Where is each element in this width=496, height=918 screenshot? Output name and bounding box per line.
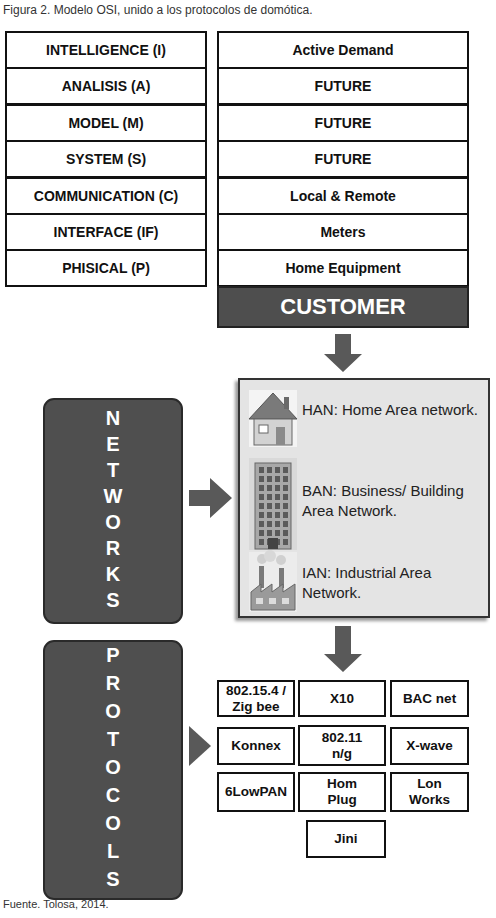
layer-function-box: FUTURE bbox=[217, 104, 469, 142]
box-label: 6LowPAN bbox=[225, 784, 287, 800]
box-label: Hom Plug bbox=[317, 776, 367, 808]
box-label: 802.15.4 / Zig bee bbox=[220, 683, 292, 715]
box-label: Jini bbox=[334, 831, 357, 847]
box-label: Home Equipment bbox=[285, 260, 400, 276]
protocol-box: Konnex bbox=[217, 727, 295, 765]
box-label: ANALISIS (A) bbox=[62, 78, 151, 94]
block-arrow bbox=[324, 334, 362, 372]
box-label: PHISICAL (P) bbox=[62, 260, 150, 276]
box-label: BAC net bbox=[403, 691, 456, 707]
building-illustration bbox=[249, 458, 297, 550]
box-label: MODEL (M) bbox=[68, 115, 143, 131]
layer-function-box: Home Equipment bbox=[217, 249, 469, 287]
box-label: Lon Works bbox=[405, 776, 455, 808]
box-label: FUTURE bbox=[315, 151, 372, 167]
figure-source: Fuente. Tolosa, 2014. bbox=[3, 898, 493, 910]
protocol-box: Hom Plug bbox=[298, 772, 386, 812]
box-label: FUTURE bbox=[315, 78, 372, 94]
layer-function-box: FUTURE bbox=[217, 67, 469, 105]
osi-layer-box: SYSTEM (S) bbox=[5, 140, 207, 178]
box-label: INTELLIGENCE (I) bbox=[46, 42, 166, 58]
box-label: PROTOCOLS bbox=[103, 644, 123, 896]
block-arrow bbox=[189, 726, 211, 766]
protocol-box: 6LowPAN bbox=[217, 772, 295, 812]
layer-function-box: FUTURE bbox=[217, 140, 469, 178]
protocol-box: Lon Works bbox=[390, 772, 469, 812]
protocol-box: 802.11 n/g bbox=[298, 725, 386, 766]
box-label: COMMUNICATION (C) bbox=[34, 188, 178, 204]
osi-layer-box: INTELLIGENCE (I) bbox=[5, 31, 207, 69]
box-label: Konnex bbox=[231, 738, 281, 754]
osi-layer-box: MODEL (M) bbox=[5, 104, 207, 142]
box-label: CUSTOMER bbox=[280, 294, 406, 320]
house-illustration bbox=[249, 390, 297, 447]
layer-function-box: Local & Remote bbox=[217, 177, 469, 215]
network-type-label: BAN: Business/ Building Area Network. bbox=[302, 481, 482, 521]
osi-layer-box: COMMUNICATION (C) bbox=[5, 177, 207, 215]
box-label: Local & Remote bbox=[290, 188, 396, 204]
box-label: X10 bbox=[330, 691, 354, 707]
factory-illustration bbox=[249, 550, 297, 612]
protocols-label-box: PROTOCOLS bbox=[43, 640, 183, 900]
protocol-box: X-wave bbox=[390, 727, 469, 765]
protocol-box: Jini bbox=[306, 820, 386, 858]
layer-function-box: Active Demand bbox=[217, 31, 469, 69]
networks-label-box: NETWORKS bbox=[43, 398, 183, 624]
block-arrow bbox=[324, 626, 362, 672]
box-label: INTERFACE (IF) bbox=[54, 224, 159, 240]
box-label: SYSTEM (S) bbox=[66, 151, 146, 167]
layer-function-box: Meters bbox=[217, 213, 469, 251]
network-type-label: HAN: Home Area network. bbox=[302, 400, 482, 420]
network-type-label: IAN: Industrial Area Network. bbox=[302, 563, 482, 603]
osi-layer-box: ANALISIS (A) bbox=[5, 67, 207, 105]
protocol-box: BAC net bbox=[390, 680, 469, 717]
protocol-box: X10 bbox=[298, 680, 386, 717]
block-arrow bbox=[189, 478, 232, 518]
box-label: FUTURE bbox=[315, 115, 372, 131]
customer-box: CUSTOMER bbox=[217, 286, 469, 328]
osi-layer-box: PHISICAL (P) bbox=[5, 249, 207, 287]
protocol-box: 802.15.4 / Zig bee bbox=[217, 680, 295, 717]
box-label: NETWORKS bbox=[103, 407, 123, 615]
osi-layer-box: INTERFACE (IF) bbox=[5, 213, 207, 251]
box-label: 802.11 n/g bbox=[317, 730, 367, 762]
box-label: Active Demand bbox=[292, 42, 393, 58]
box-label: X-wave bbox=[406, 738, 453, 754]
figure-title: Figura 2. Modelo OSI, unido a los protoc… bbox=[3, 3, 493, 17]
box-label: Meters bbox=[320, 224, 365, 240]
